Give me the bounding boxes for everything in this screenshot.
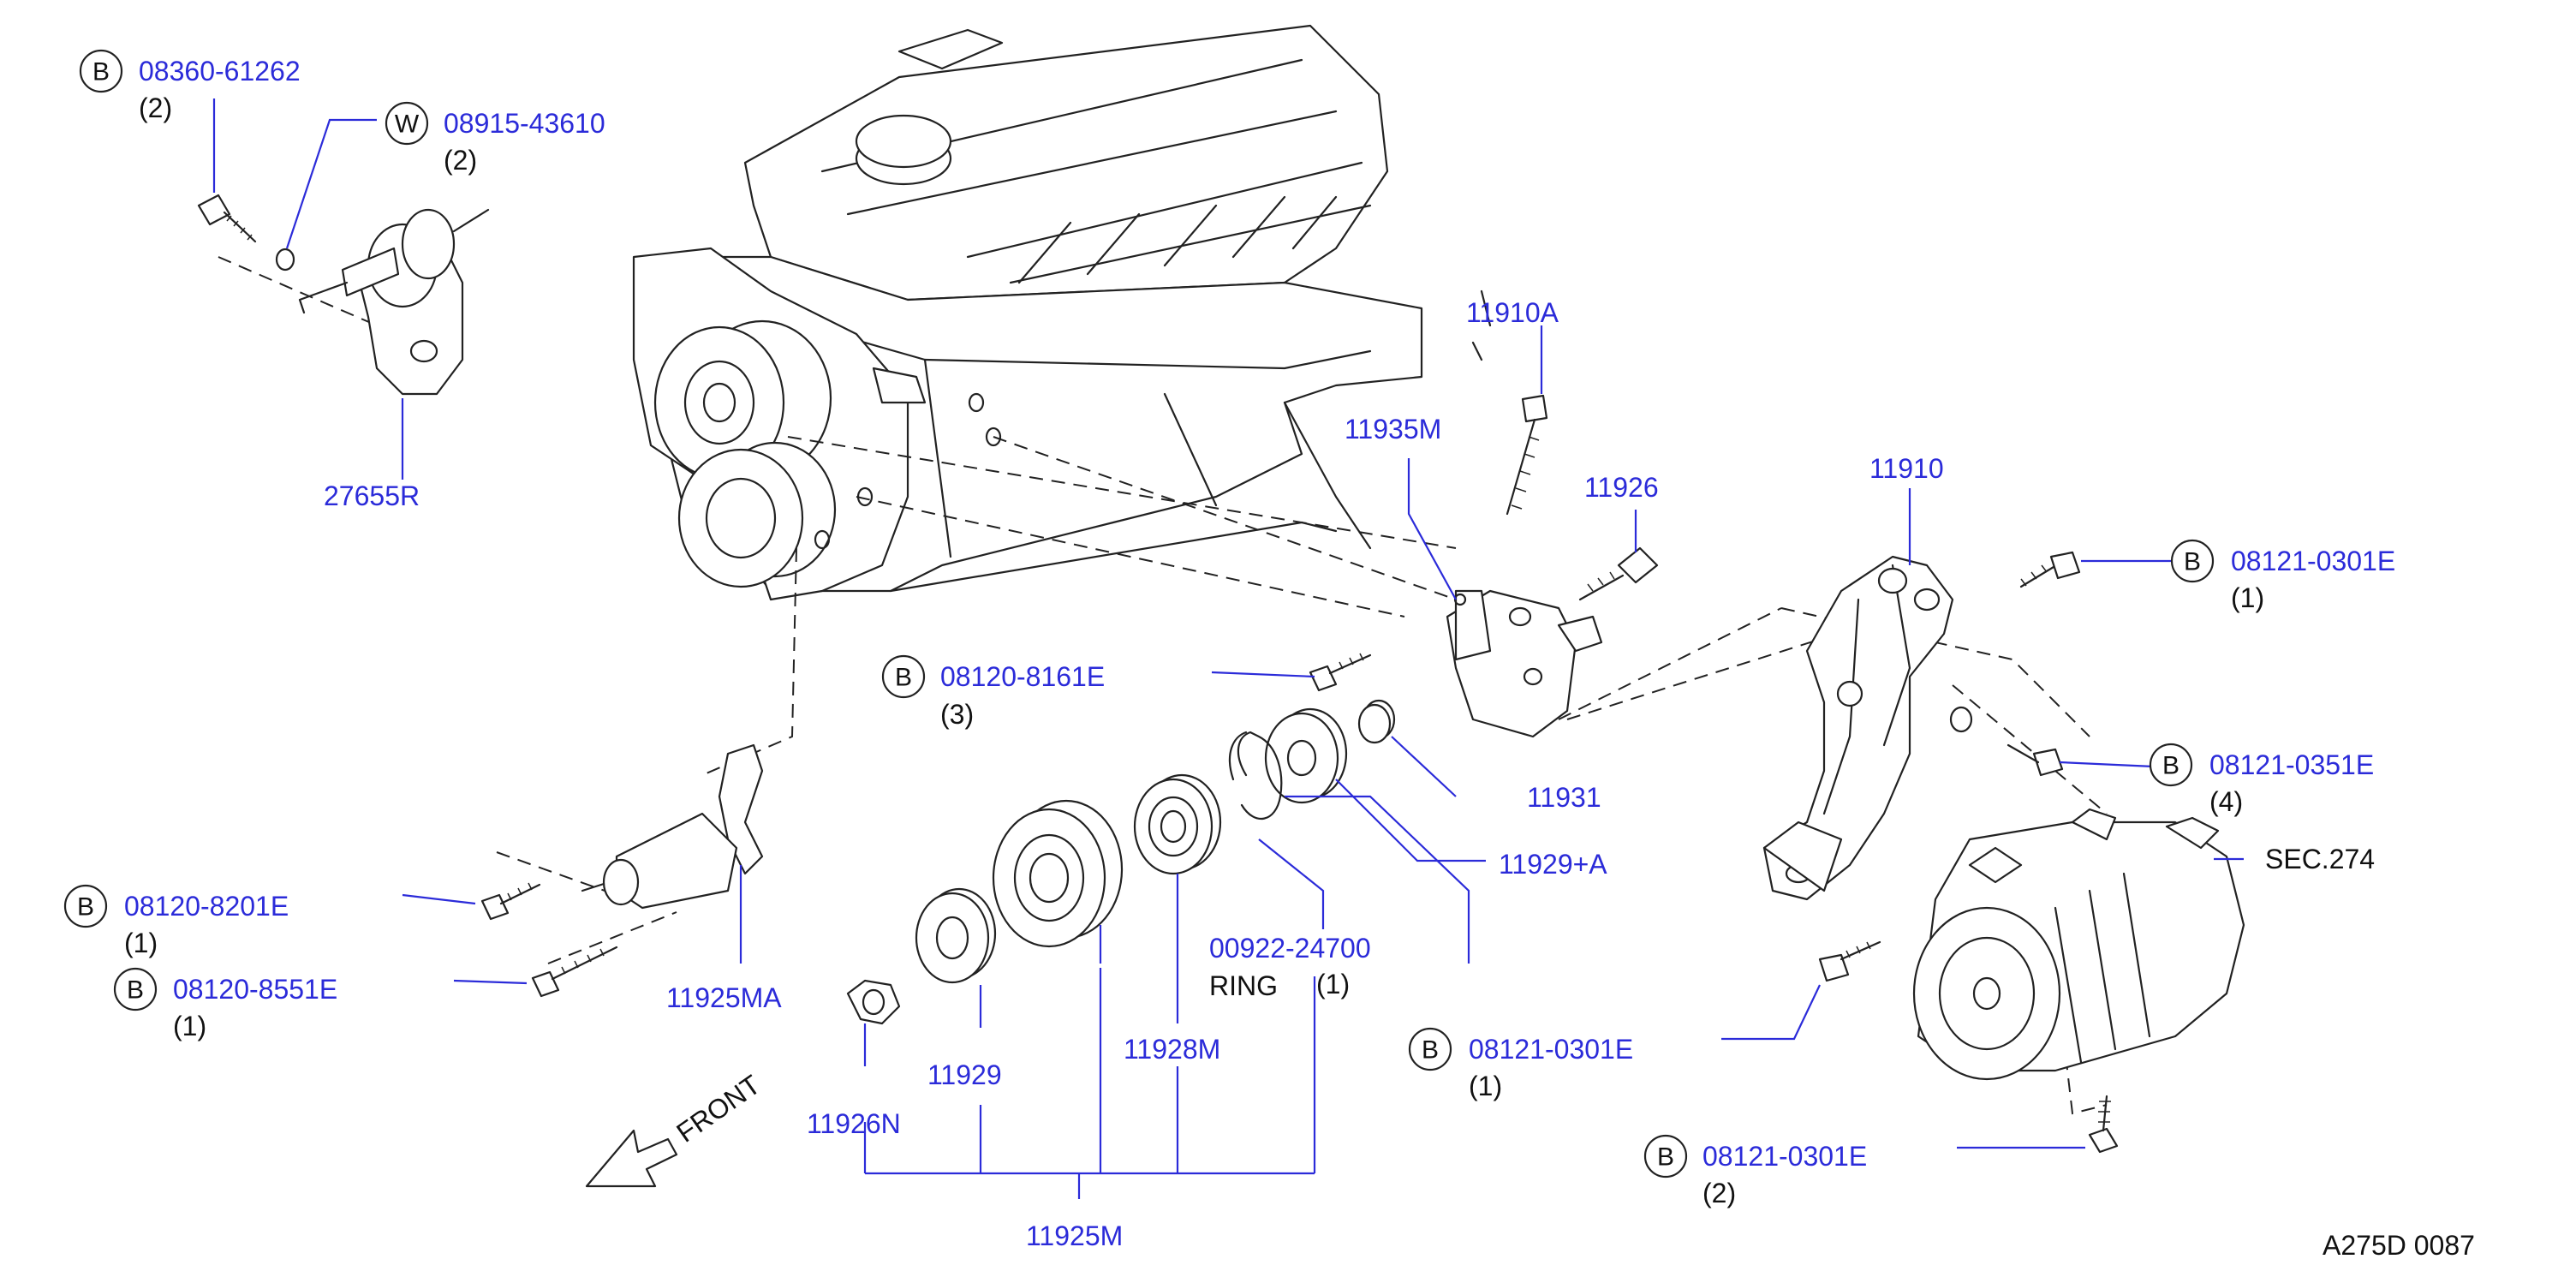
part-number: 08120-8201E: [124, 891, 289, 922]
washer-symbol-icon: [385, 101, 429, 146]
part-label-11925M[interactable]: 11925M: [1026, 1220, 1123, 1251]
part-number: 08121-0351E: [2209, 749, 2374, 780]
part-number: 08360-61262: [139, 56, 301, 87]
quantity: (1): [1316, 969, 1350, 999]
callout-symbol: B: [1422, 1036, 1439, 1065]
quantity: (2): [444, 145, 477, 176]
quantity: (2): [1702, 1178, 1736, 1208]
callout-08120-8161E[interactable]: B 08120-8161E (3): [881, 654, 1105, 730]
part-label-11910[interactable]: 11910: [1869, 453, 1944, 484]
part-number: 08120-8161E: [940, 661, 1105, 692]
quantity: (1): [1469, 1071, 1502, 1101]
quantity: (3): [940, 699, 974, 730]
callout-08120-8551E[interactable]: B 08120-8551E (1): [113, 967, 337, 1041]
quantity: (1): [2231, 582, 2264, 613]
part-label-11929[interactable]: 11929: [927, 1059, 1002, 1090]
callout-symbol: B: [92, 58, 110, 87]
bolt-symbol-icon: [2170, 539, 2215, 583]
part-name: RING: [1209, 970, 1278, 1001]
callout-symbol: W: [395, 110, 420, 139]
idler-pulley-parts-illustration: [846, 699, 1396, 1025]
callout-00922-24700[interactable]: 00922-24700 RING (1): [1209, 933, 1371, 1001]
bolt-symbol-icon: [63, 884, 108, 928]
callout-08120-8201E[interactable]: B 08120-8201E (1): [63, 884, 289, 958]
engine-block-illustration: [632, 24, 1492, 601]
bolt-symbol-icon: [113, 967, 158, 1011]
section-reference[interactable]: SEC.274: [2265, 844, 2375, 874]
part-number: 08121-0301E: [1702, 1141, 1867, 1172]
assembly-guide-lines: [218, 256, 2108, 1115]
callout-symbol: B: [127, 976, 144, 1005]
part-number: 00922-24700: [1209, 933, 1371, 964]
part-label-11931[interactable]: 11931: [1527, 782, 1601, 813]
part-label-27655R[interactable]: 27655R: [324, 480, 420, 511]
bolt-symbol-icon: [1408, 1027, 1452, 1071]
mounting-bracket-11935M-illustration: [1446, 394, 1659, 738]
part-labels: 27655R 11910A 11935M 11926 11910 11931 1…: [324, 297, 2475, 1261]
part-label-11926[interactable]: 11926: [1584, 472, 1659, 503]
callout-symbol: B: [2184, 548, 2201, 576]
compressor-bracket-11910-illustration: [1762, 555, 1973, 901]
callout-symbol: B: [2162, 752, 2179, 780]
part-label-11910A[interactable]: 11910A: [1466, 297, 1559, 328]
callout-08121-0351E[interactable]: B 08121-0351E (4): [2149, 743, 2374, 817]
ac-compressor-illustration: [1912, 808, 2245, 1081]
quantity: (1): [173, 1011, 206, 1041]
bolt-symbol-icon: [1643, 1134, 1688, 1179]
bolt-symbol-icon: [881, 654, 926, 699]
diagram-code: A275D 0087: [2323, 1230, 2475, 1261]
part-label-11935M[interactable]: 11935M: [1345, 414, 1441, 445]
callout-08915-43610[interactable]: W 08915-43610 (2): [385, 101, 605, 176]
callout-08121-0301E-middle[interactable]: B 08121-0301E (1): [1408, 1027, 1633, 1101]
part-label-11928M[interactable]: 11928M: [1124, 1034, 1220, 1065]
callout-08360-61262[interactable]: B 08360-61262 (2): [79, 49, 301, 123]
leader-lines: [212, 98, 2244, 1199]
callout-symbol: B: [895, 664, 912, 692]
part-number: 08121-0301E: [1469, 1034, 1633, 1065]
callout-08121-0301E-top[interactable]: B 08121-0301E (1): [2170, 539, 2395, 613]
front-label: FRONT: [671, 1069, 766, 1149]
callout-08121-0301E-bottom[interactable]: B 08121-0301E (2): [1643, 1134, 1867, 1208]
part-number: 08121-0301E: [2231, 546, 2395, 576]
bolt-symbol-icon: [79, 49, 123, 93]
part-number: 08915-43610: [444, 108, 605, 139]
part-label-11926N[interactable]: 11926N: [807, 1108, 901, 1139]
front-direction-arrow: FRONT: [585, 1069, 766, 1188]
quantity: (1): [124, 928, 158, 958]
idler-adjuster-11925MA-illustration: [480, 653, 1372, 998]
right-side-bolts-illustration: [1818, 551, 2119, 1154]
callout-symbol: B: [77, 893, 94, 922]
part-label-11925MA[interactable]: 11925MA: [666, 982, 782, 1013]
callout-symbol: B: [1657, 1143, 1674, 1172]
throttle-bracket-27655R-illustration: [197, 194, 490, 396]
part-number: 08120-8551E: [173, 974, 337, 1005]
bolt-symbol-icon: [2149, 743, 2193, 787]
quantity: (4): [2209, 786, 2243, 817]
part-label-11929A[interactable]: 11929+A: [1499, 849, 1607, 880]
quantity: (2): [139, 92, 172, 123]
